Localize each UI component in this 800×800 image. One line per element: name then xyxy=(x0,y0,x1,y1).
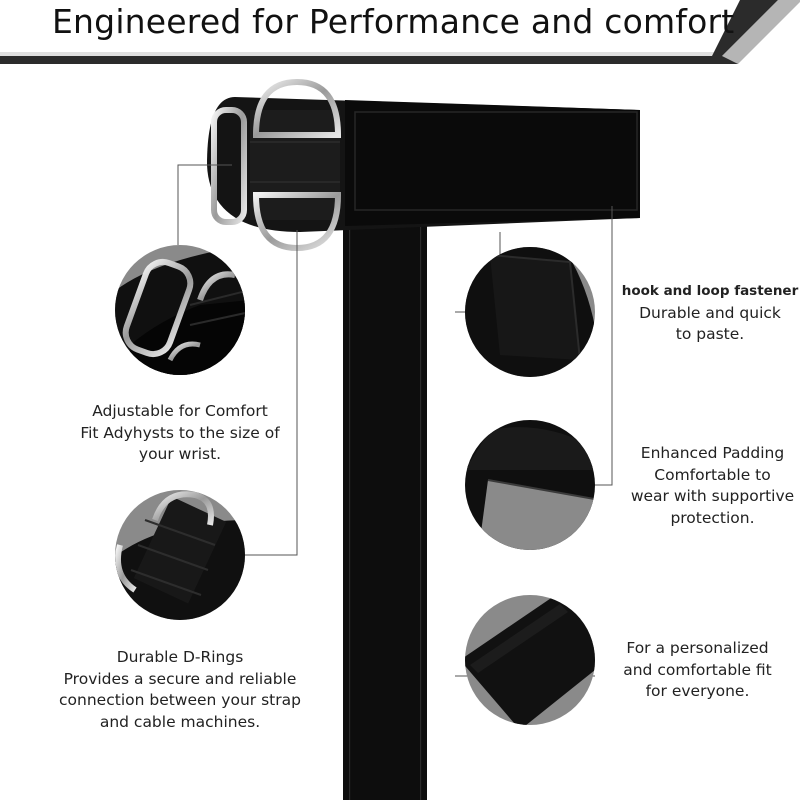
caption-fit: For a personalized and comfortable fit f… xyxy=(600,638,795,703)
caption-line: For a personalized xyxy=(626,639,769,657)
caption-line: Durable and quick xyxy=(639,303,781,322)
detail-padding xyxy=(465,420,595,550)
caption-line: for everyone. xyxy=(645,682,750,700)
header-banner xyxy=(0,0,800,64)
caption-title: Adjustable for Comfort xyxy=(92,402,268,420)
caption-line: protection. xyxy=(670,508,755,527)
detail-strap xyxy=(465,595,595,725)
caption-line: Fit Adyhysts to the size of xyxy=(80,423,280,442)
caption-line: connection between your strap xyxy=(59,691,301,709)
caption-line: and cable machines. xyxy=(99,712,261,731)
caption-line: to paste. xyxy=(675,325,745,343)
caption-title: hook and loop fastener xyxy=(621,283,799,299)
caption-line: Comfortable to xyxy=(654,465,771,484)
detail-buckle xyxy=(115,245,245,375)
caption-hook-loop: hook and loop fastener Durable and quick… xyxy=(610,281,800,346)
caption-line: your wrist. xyxy=(138,445,222,463)
page-title: Engineered for Performance and comfort xyxy=(52,2,735,41)
caption-title: Enhanced Padding xyxy=(640,444,785,462)
strap-tail xyxy=(343,200,427,800)
caption-title: Durable D-Rings xyxy=(116,648,244,666)
detail-d-rings xyxy=(115,490,245,620)
caption-d-rings: Durable D-Rings Provides a secure and re… xyxy=(30,647,330,733)
caption-line: and comfortable fit xyxy=(623,660,772,679)
caption-adjustable: Adjustable for Comfort Fit Adyhysts to t… xyxy=(60,401,300,466)
wrist-cuff xyxy=(207,97,640,232)
caption-padding: Enhanced Padding Comfortable to wear wit… xyxy=(610,443,800,529)
detail-hook-loop xyxy=(465,247,595,377)
caption-line: Provides a secure and reliable xyxy=(63,669,297,688)
caption-line: wear with supportive xyxy=(630,487,795,505)
